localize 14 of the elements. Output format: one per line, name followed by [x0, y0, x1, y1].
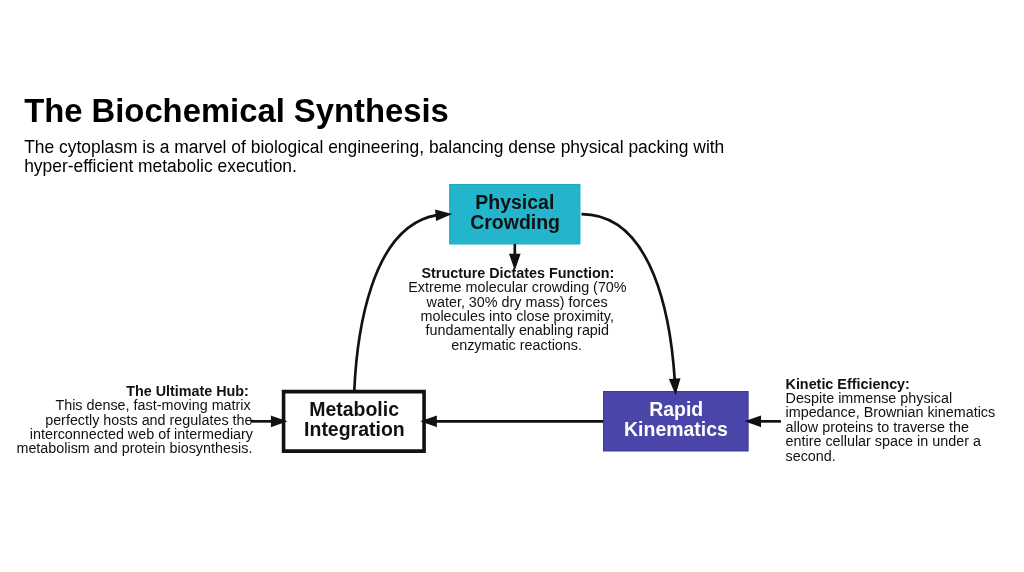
arrow	[581, 212, 681, 395]
node-box: Metabolic Integration	[281, 389, 426, 453]
arrow	[420, 415, 604, 427]
node-text: Kinetic Efficiency: Despite immense physical impedance, Brownian kinematics allow proteins to traverse the entire cellular space in under a second.	[785, 375, 996, 464]
caption: The cytoplasm is a marvel of biological engineering, balancing dense physical packing with hyper-efficient metabolic execution.	[24, 136, 725, 176]
arrow	[744, 415, 781, 427]
arrow	[352, 208, 453, 391]
arrow	[509, 243, 521, 270]
arrow	[250, 415, 288, 427]
node-text: The Ultimate Hub: This dense, fast-moving matrix perfectly hosts and regulates the interconnected web of intermediary metabolism and protein biosynthesis.	[16, 382, 254, 456]
node-text: Structure Dictates Function: Extreme molecular crowding (70% water, 30% dry mass) forces molecules into close proximity, fundamentally enabling rapid enzymatic reactions.	[408, 264, 627, 353]
node-box: Rapid Kinematics	[603, 390, 749, 452]
diagram-title: The Biochemical Synthesis	[24, 91, 449, 129]
node-box: Physical Crowding	[449, 183, 581, 244]
